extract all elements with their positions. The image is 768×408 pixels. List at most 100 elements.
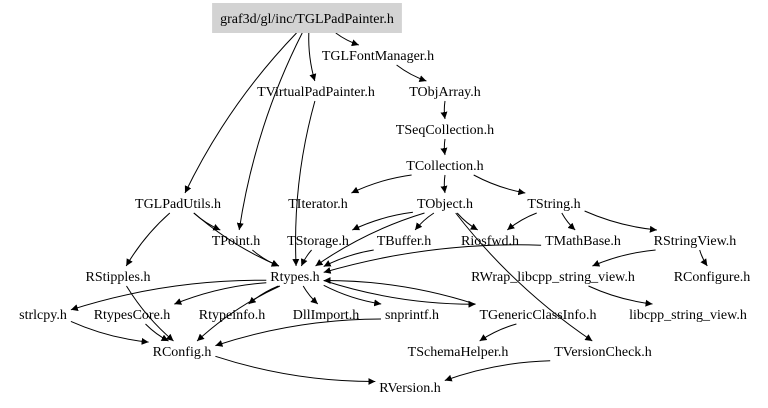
edge-mathbase-to-rtypes xyxy=(323,244,542,274)
node-label: RWrap_libcpp_string_view.h xyxy=(471,270,635,285)
edge-rtypescore-to-rconfig xyxy=(145,323,169,342)
graph-node-riosfwd: Riosfwd.h xyxy=(461,234,519,249)
graph-node-rversion: RVersion.h xyxy=(379,381,441,396)
node-label: TStorage.h xyxy=(287,234,349,249)
graph-node-vcheck: TVersionCheck.h xyxy=(554,345,652,360)
node-label: TSchemaHelper.h xyxy=(408,345,509,360)
node-label: Rtypes.h xyxy=(270,270,319,285)
edge-coll-to-tstring xyxy=(473,174,526,196)
graph-node-rtypes: Rtypes.h xyxy=(270,270,319,285)
root-node-box xyxy=(212,3,402,33)
edge-rwrap-to-libcpp xyxy=(588,285,653,307)
graph-node-rconfig: RConfig.h xyxy=(153,345,212,360)
node-label: TGLPadUtils.h xyxy=(135,197,221,212)
edge-rtypes-to-rtypescore xyxy=(174,282,267,305)
graph-node-root: graf3d/gl/inc/TGLPadPainter.h xyxy=(212,3,402,33)
graph-node-rconfigure: RConfigure.h xyxy=(674,270,751,285)
graph-node-rtypeinfo: Rtypeinfo.h xyxy=(199,308,266,323)
edge-vpp-to-rtypes xyxy=(292,100,316,267)
edge-root-to-fontmgr xyxy=(335,32,359,47)
edge-coll-to-iterator xyxy=(351,174,412,194)
edge-tobject-to-storage xyxy=(352,211,413,231)
graph-node-genclass: TGenericClassInfo.h xyxy=(479,308,596,323)
edge-storage-to-rtypes xyxy=(300,249,312,267)
edge-tobject-to-riosfwd xyxy=(456,212,479,231)
edge-snprintf-to-rconfig xyxy=(215,318,382,347)
edge-tobject-to-buffer xyxy=(414,212,435,231)
node-label: Rtypeinfo.h xyxy=(199,308,266,323)
edge-root-to-padutils xyxy=(184,32,297,194)
node-label: TGLFontManager.h xyxy=(322,49,434,64)
edge-rtypes-to-rconfig xyxy=(196,285,281,342)
graph-node-mathbase: TMathBase.h xyxy=(545,234,621,249)
graph-node-rwrap: RWrap_libcpp_string_view.h xyxy=(471,270,635,285)
node-label: snprintf.h xyxy=(385,308,439,323)
graph-node-buffer: TBuffer.h xyxy=(377,234,432,249)
edge-root-to-tpoint xyxy=(236,32,303,231)
node-label: TVirtualPadPainter.h xyxy=(257,85,375,100)
node-label: TObject.h xyxy=(417,197,473,212)
nodes-layer: graf3d/gl/inc/TGLPadPainter.hTGLFontMana… xyxy=(19,3,750,396)
edge-tstring-to-rstringview xyxy=(584,210,657,233)
edge-genclass-to-schema xyxy=(479,323,517,342)
node-label: Riosfwd.h xyxy=(461,234,519,249)
node-label: TCollection.h xyxy=(406,159,483,174)
node-label: TBuffer.h xyxy=(377,234,432,249)
node-label: RStipples.h xyxy=(86,270,151,285)
graph-node-coll: TCollection.h xyxy=(406,159,483,174)
node-label: TMathBase.h xyxy=(545,234,621,249)
edge-objarray-to-seqcoll xyxy=(440,100,448,120)
edge-rtypes-to-snprintf xyxy=(323,284,382,307)
edge-rtypes-to-rtypeinfo xyxy=(248,285,279,305)
graph-node-tpoint: TPoint.h xyxy=(212,234,261,249)
graph-node-objarray: TObjArray.h xyxy=(409,85,481,100)
edge-rstringview-to-rwrap xyxy=(592,249,656,267)
edge-seqcoll-to-coll xyxy=(440,138,448,156)
node-label: DllImport.h xyxy=(293,308,360,323)
edge-rtypes-to-strlcpy xyxy=(70,279,267,312)
graph-node-fontmgr: TGLFontManager.h xyxy=(322,49,434,64)
graph-node-schema: TSchemaHelper.h xyxy=(408,345,509,360)
node-label: TString.h xyxy=(527,197,580,212)
edge-fontmgr-to-objarray xyxy=(396,64,427,83)
node-label: graf3d/gl/inc/TGLPadPainter.h xyxy=(220,12,394,27)
graph-node-libcpp: libcpp_string_view.h xyxy=(629,308,747,323)
edge-genclass-to-rtypes xyxy=(323,276,476,305)
node-label: TGenericClassInfo.h xyxy=(479,308,596,323)
graph-node-rstipples: RStipples.h xyxy=(86,270,151,285)
edge-tobject-to-rtypes xyxy=(315,212,425,267)
edge-padutils-to-rstipples xyxy=(125,212,171,267)
node-label: TSeqCollection.h xyxy=(396,123,494,138)
edges-layer xyxy=(70,32,708,386)
edge-rtypes-to-genclass xyxy=(323,280,476,308)
node-label: RConfigure.h xyxy=(674,270,751,285)
node-label: TIterator.h xyxy=(288,197,347,212)
edge-tstring-to-mathbase xyxy=(561,212,576,231)
node-label: TVersionCheck.h xyxy=(554,345,652,360)
graph-node-rstringview: RStringView.h xyxy=(654,234,737,249)
graph-node-dllimport: DllImport.h xyxy=(293,308,360,323)
graph-node-padutils: TGLPadUtils.h xyxy=(135,197,221,212)
edge-rconfig-to-rversion xyxy=(215,355,376,386)
graph-node-vpp: TVirtualPadPainter.h xyxy=(257,85,375,100)
graph-node-storage: TStorage.h xyxy=(287,234,349,249)
graph-node-tobject: TObject.h xyxy=(417,197,473,212)
edge-strlcpy-to-rconfig xyxy=(70,320,149,345)
node-label: TPoint.h xyxy=(212,234,261,249)
graph-node-snprintf: snprintf.h xyxy=(385,308,439,323)
edge-vcheck-to-rversion xyxy=(444,360,551,382)
node-label: TObjArray.h xyxy=(409,85,481,100)
edge-buffer-to-rtypes xyxy=(323,249,374,267)
node-label: strlcpy.h xyxy=(19,308,67,323)
graph-node-strlcpy: strlcpy.h xyxy=(19,308,67,323)
edge-tstring-to-riosfwd xyxy=(506,212,537,231)
graph-node-seqcoll: TSeqCollection.h xyxy=(396,123,494,138)
node-label: RtypesCore.h xyxy=(94,308,171,323)
graph-node-tstring: TString.h xyxy=(527,197,580,212)
edge-rstringview-to-rconfigure xyxy=(699,249,708,267)
node-label: libcpp_string_view.h xyxy=(629,308,747,323)
graph-node-iterator: TIterator.h xyxy=(288,197,347,212)
graph-node-rtypescore: RtypesCore.h xyxy=(94,308,171,323)
